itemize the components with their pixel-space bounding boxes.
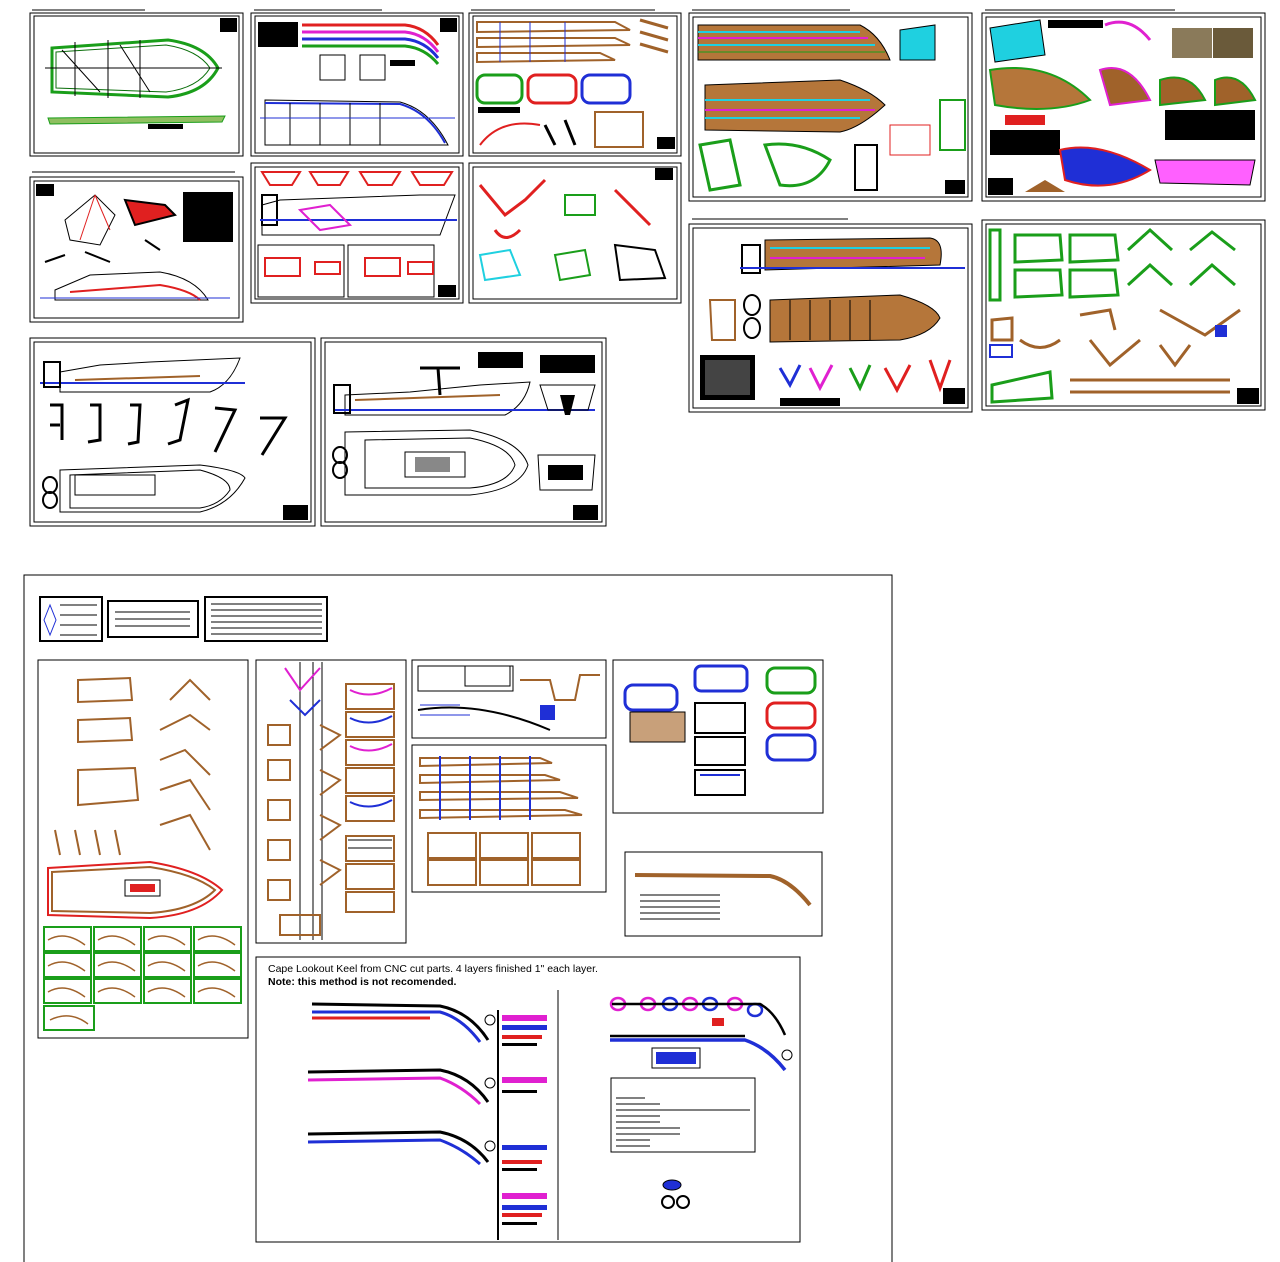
sheet-hull-plank-plan: [688, 218, 973, 413]
sheet-keel-strips: [250, 9, 464, 157]
sheet-master-nesting: Cape Lookout Keel from CNC cut parts. 4 …: [23, 574, 893, 1262]
sheet-stringers-bulkheads: [468, 9, 682, 157]
sheet-frame-profiles: [29, 337, 316, 527]
keel-caption-line1: Cape Lookout Keel from CNC cut parts. 4 …: [268, 963, 598, 975]
sheet-transom-frames: [250, 162, 464, 304]
keel-caption-line2: Note: this method is not recomended.: [268, 976, 457, 988]
sheet-console-seat: [29, 171, 244, 323]
sheet-profile-view: [320, 337, 607, 527]
sheet-hull-frame-plan: [29, 9, 244, 157]
sheet-planking-layout: [688, 9, 973, 202]
sheet-hatch-details: [468, 162, 682, 304]
sheet-cnc-nested-parts: [981, 219, 1266, 411]
sheet-3d-assembly: [981, 9, 1266, 202]
